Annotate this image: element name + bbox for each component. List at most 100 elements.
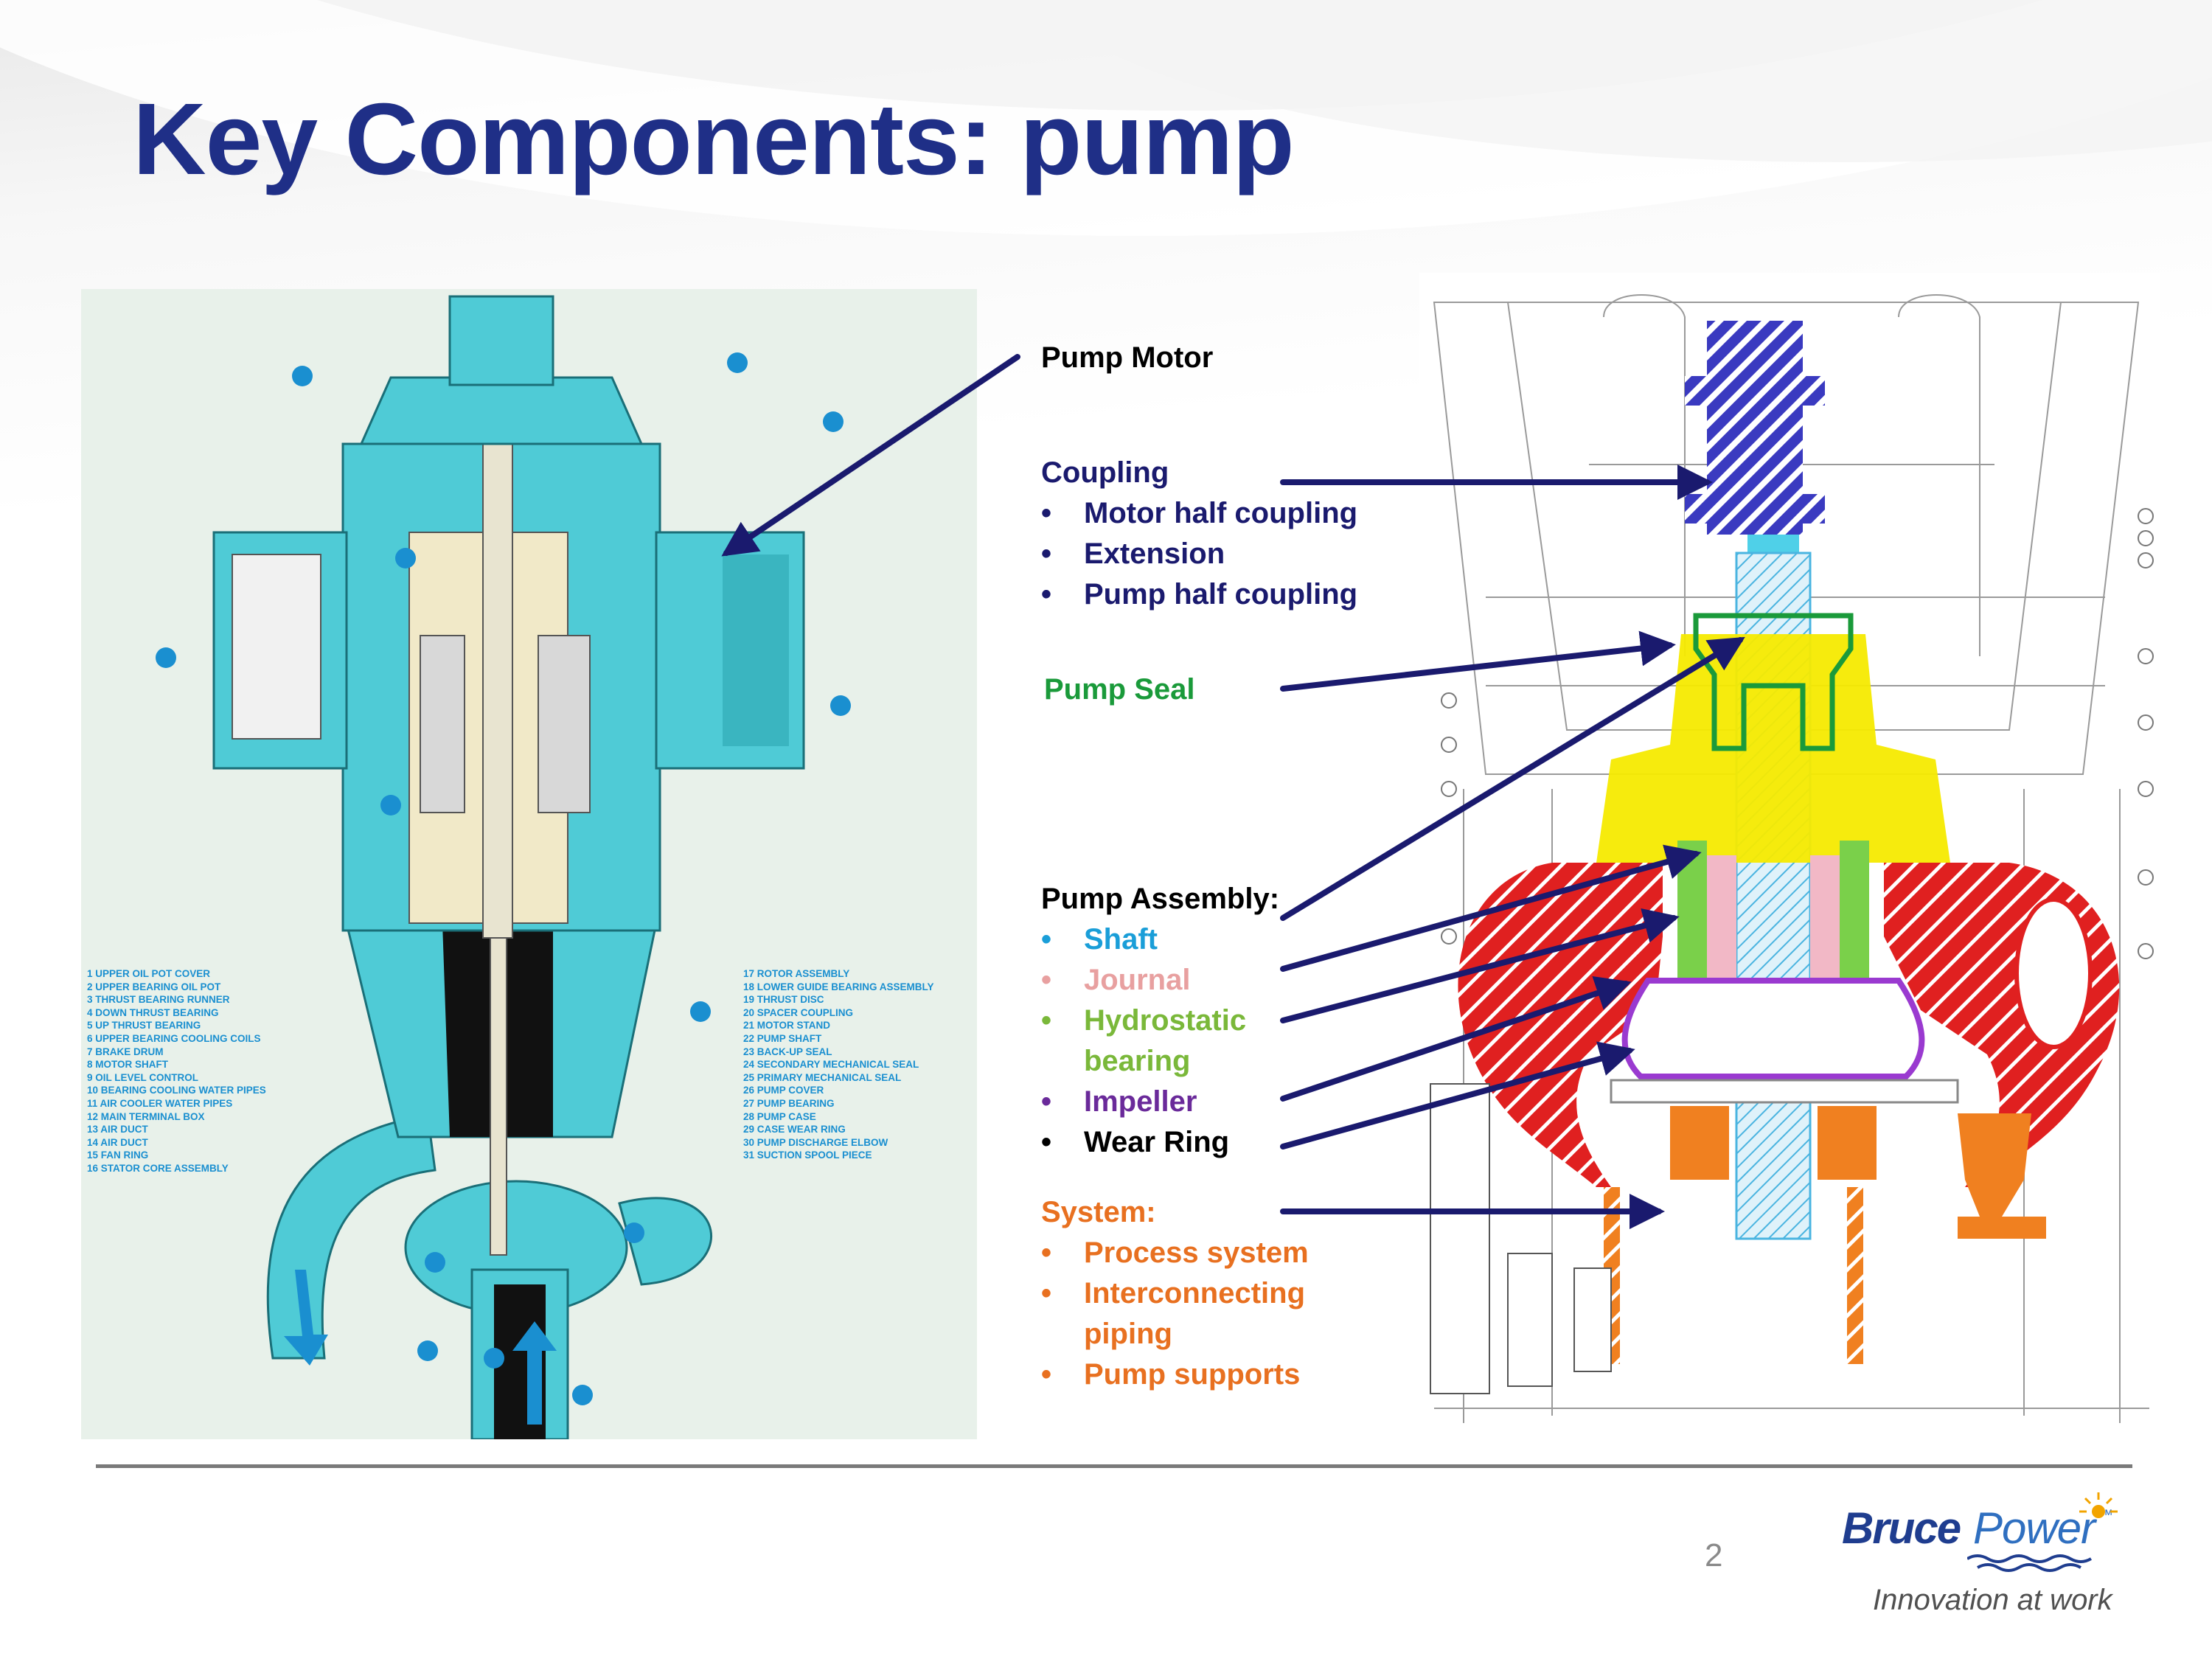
- air-cooler-left-fins: [232, 554, 321, 740]
- pump-support-bracket: [1958, 1113, 2031, 1217]
- pump-cutaway-illustration: 1 UPPER OIL POT COVER 2 UPPER BEARING OI…: [81, 289, 977, 1441]
- hydrostatic-bearing-right: [1840, 841, 1869, 995]
- legend-item: 11 AIR COOLER WATER PIPES: [87, 1097, 233, 1109]
- discharge-arrow: [284, 1270, 328, 1366]
- terminal-box-face: [723, 554, 789, 746]
- legend-item: 9 OIL LEVEL CONTROL: [87, 1071, 199, 1083]
- discharge-elbow: [266, 1113, 437, 1360]
- pump-cutaway-drawing: [156, 295, 851, 1441]
- hydrostatic-bearing-left: [1677, 841, 1707, 995]
- legend-item: 1 UPPER OIL POT COVER: [87, 968, 211, 979]
- legend-item: 31 SUCTION SPOOL PIECE: [743, 1150, 872, 1161]
- legend-item: 14 AIR DUCT: [87, 1136, 148, 1148]
- bullet-dot: •: [1041, 1358, 1052, 1391]
- logo-word-bruce: Bruce: [1842, 1503, 1961, 1553]
- legend-item: 24 SECONDARY MECHANICAL SEAL: [743, 1059, 919, 1071]
- logo-wave-icon: [1967, 1554, 2092, 1572]
- legend-item: 19 THRUST DISC: [743, 994, 824, 1006]
- bullet-dot: •: [1041, 1237, 1052, 1269]
- bullet-text: Hydrostatic: [1084, 1004, 1247, 1037]
- bullet-text: Extension: [1084, 538, 1225, 570]
- legend-item: 10 BEARING COOLING WATER PIPES: [87, 1085, 266, 1096]
- legend-item: 16 STATOR CORE ASSEMBLY: [87, 1162, 229, 1174]
- legend-item: 12 MAIN TERMINAL BOX: [87, 1110, 205, 1122]
- legend-item: 4 DOWN THRUST BEARING: [87, 1006, 219, 1018]
- upper-oil-pot-cover: [448, 295, 554, 386]
- legend-item: 8 MOTOR SHAFT: [87, 1059, 169, 1071]
- legend-item: 28 PUMP CASE: [743, 1110, 816, 1122]
- bullet-text: Pump half coupling: [1084, 578, 1358, 611]
- bullet-text: piping: [1084, 1318, 1172, 1350]
- coupling-flange-lower: [1685, 494, 1825, 524]
- rotor-assembly: [538, 635, 591, 813]
- bullet-text: Pump supports: [1084, 1358, 1301, 1391]
- cutaway-legend-right: 17 ROTOR ASSEMBLY 18 LOWER GUIDE BEARING…: [743, 967, 934, 1162]
- bullet-text: Interconnecting: [1084, 1277, 1306, 1310]
- label-coupling: Coupling: [1041, 456, 1169, 489]
- logo-word-power: Power: [1973, 1503, 2096, 1553]
- legend-item: 23 BACK-UP SEAL: [743, 1046, 832, 1057]
- legend-item: 7 BRAKE DRUM: [87, 1046, 164, 1057]
- motor-shaft: [482, 406, 513, 939]
- pump-cross-section-drawing: [1419, 273, 2160, 1423]
- bullet-dot: •: [1041, 538, 1052, 570]
- bullet-dot: •: [1041, 497, 1052, 529]
- cross-section-svg: [1430, 294, 2154, 1423]
- legend-item: 29 CASE WEAR RING: [743, 1124, 846, 1135]
- bullet-text: Journal: [1084, 964, 1191, 996]
- bullet-dot: •: [1041, 578, 1052, 611]
- bullet-text: bearing: [1084, 1045, 1191, 1077]
- pump-shaft: [490, 922, 507, 1256]
- logo-sun-icon: [2079, 1492, 2118, 1518]
- volute-opening: [2014, 897, 2093, 1049]
- label-system: System:: [1041, 1196, 1156, 1228]
- bullet-dot: •: [1041, 1004, 1052, 1037]
- stator-core: [420, 635, 465, 813]
- page-number: 2: [1705, 1537, 1723, 1573]
- impeller: [1621, 978, 1925, 1079]
- bullet-text: Wear Ring: [1084, 1126, 1230, 1158]
- legend-item: 5 UP THRUST BEARING: [87, 1020, 201, 1032]
- legend-item: 27 PUMP BEARING: [743, 1097, 835, 1109]
- bullet-dot: •: [1041, 1277, 1052, 1310]
- legend-item: 25 PRIMARY MECHANICAL SEAL: [743, 1071, 902, 1083]
- legend-item: 21 MOTOR STAND: [743, 1020, 831, 1032]
- footer-rule: [96, 1464, 2132, 1468]
- legend-item: 22 PUMP SHAFT: [743, 1032, 822, 1044]
- seal-housing: [1596, 634, 1950, 863]
- legend-item: 6 UPPER BEARING COOLING COILS: [87, 1032, 261, 1044]
- process-pipe-right: [1847, 1187, 1863, 1364]
- label-pump-seal: Pump Seal: [1044, 673, 1195, 706]
- bullet-dot: •: [1041, 1085, 1052, 1118]
- bullet-text: Impeller: [1084, 1085, 1197, 1118]
- legend-item: 13 AIR DUCT: [87, 1124, 148, 1135]
- label-pump-assembly: Pump Assembly:: [1041, 883, 1280, 915]
- pump-support-foot: [1958, 1217, 2046, 1239]
- legend-item: 30 PUMP DISCHARGE ELBOW: [743, 1136, 888, 1148]
- pump-support-right: [1818, 1106, 1877, 1180]
- logo-tagline: Innovation at work: [1873, 1584, 2112, 1616]
- bullet-dot: •: [1041, 1126, 1052, 1158]
- label-pump-motor: Pump Motor: [1041, 341, 1214, 374]
- bullet-text: Shaft: [1084, 923, 1158, 956]
- bullet-text: Motor half coupling: [1084, 497, 1358, 529]
- cutaway-legend-left: 1 UPPER OIL POT COVER 2 UPPER BEARING OI…: [87, 967, 266, 1175]
- pump-support-left: [1670, 1106, 1729, 1180]
- drawing-title-block: [1430, 1083, 1612, 1394]
- upper-oil-pot: [359, 376, 644, 445]
- coupling-flange: [1685, 376, 1825, 406]
- pump-case-lobe: [618, 1197, 712, 1286]
- legend-item: 20 SPACER COUPLING: [743, 1006, 854, 1018]
- legend-item: 2 UPPER BEARING OIL POT: [87, 981, 221, 992]
- slide-title: Key Components: pump: [133, 83, 1295, 196]
- bruce-power-logo: Bruce Power ™: [1842, 1492, 2122, 1576]
- bullet-dot: •: [1041, 923, 1052, 956]
- legend-item: 18 LOWER GUIDE BEARING ASSEMBLY: [743, 981, 934, 992]
- bullet-dot: •: [1041, 964, 1052, 996]
- legend-item: 26 PUMP COVER: [743, 1085, 824, 1096]
- legend-item: 15 FAN RING: [87, 1150, 149, 1161]
- legend-item: 17 ROTOR ASSEMBLY: [743, 968, 850, 979]
- legend-item: 3 THRUST BEARING RUNNER: [87, 994, 230, 1006]
- wear-ring-band: [1610, 1079, 1959, 1104]
